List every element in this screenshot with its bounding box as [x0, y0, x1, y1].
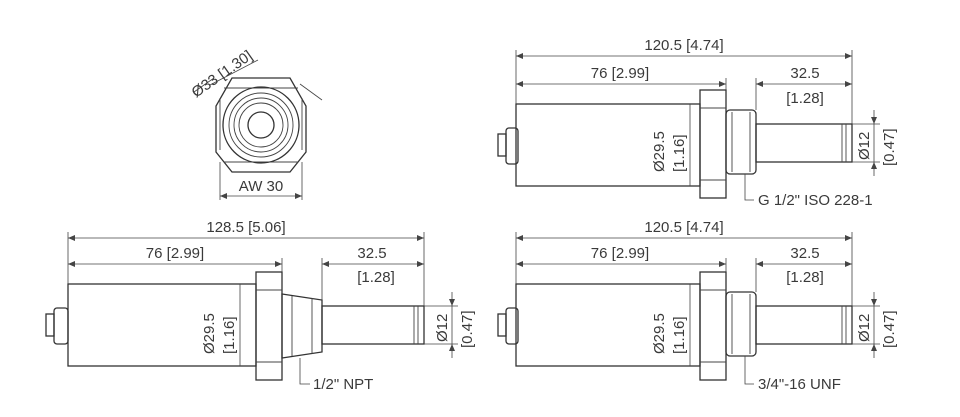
- probe-diameter-in-label: [0.47]: [881, 128, 898, 166]
- probe-diameter-in-label: [0.47]: [459, 310, 476, 348]
- body-diameter-in-label: [1.16]: [671, 134, 688, 172]
- thread-label: 3/4"-16 UNF: [758, 376, 841, 393]
- body-length-label: 76 [2.99]: [591, 245, 649, 262]
- thread-label: G 1/2" ISO 228-1: [758, 192, 873, 209]
- body-diameter-label: Ø29.5: [651, 313, 668, 354]
- nut-ring-outer: [222, 86, 300, 164]
- thread-label: 1/2" NPT: [313, 376, 373, 393]
- probe-length-in-label: [1.28]: [786, 90, 824, 107]
- overall-length-label: 128.5 [5.06]: [206, 219, 285, 236]
- probe-length-in-label: [1.28]: [357, 269, 395, 286]
- probe-length-label: 32.5: [357, 245, 386, 262]
- body-diameter-label: Ø29.5: [201, 313, 218, 354]
- body-length-label: 76 [2.99]: [591, 65, 649, 82]
- probe-tip-circle: [247, 111, 275, 139]
- probe-diameter-label: Ø12: [434, 314, 451, 342]
- probe-diameter-label: Ø12: [856, 132, 873, 160]
- view-npt-thread: 128.5 [5.06] 76 [2.99] 32.5 [1.28] Ø29.5…: [45, 219, 476, 393]
- probe-diameter-label: Ø12: [856, 314, 873, 342]
- body-diameter-label: Ø29.5: [651, 131, 668, 172]
- probe: [321, 305, 425, 345]
- top-width-label: AW 30: [239, 178, 283, 195]
- view-g-thread: 120.5 [4.74] 76 [2.99] 32.5 [1.28] Ø29.5…: [497, 37, 898, 209]
- probe-length-label: 32.5: [790, 65, 819, 82]
- probe-length-label: 32.5: [790, 245, 819, 262]
- overall-length-label: 120.5 [4.74]: [644, 37, 723, 54]
- hex-outline: [215, 77, 307, 173]
- body-diameter-in-label: [1.16]: [671, 316, 688, 354]
- probe-length-in-label: [1.28]: [786, 269, 824, 286]
- probe: [755, 305, 853, 345]
- view-unf-thread: 120.5 [4.74] 76 [2.99] 32.5 [1.28] Ø29.5…: [497, 219, 898, 393]
- probe: [755, 123, 853, 163]
- top-diameter-label: Ø33 [1.30]: [189, 47, 256, 101]
- top-view: Ø33 [1.30] AW 30: [189, 47, 323, 200]
- probe-diameter-in-label: [0.47]: [881, 310, 898, 348]
- body-length-label: 76 [2.99]: [146, 245, 204, 262]
- body-diameter-in-label: [1.16]: [221, 316, 238, 354]
- overall-length-label: 120.5 [4.74]: [644, 219, 723, 236]
